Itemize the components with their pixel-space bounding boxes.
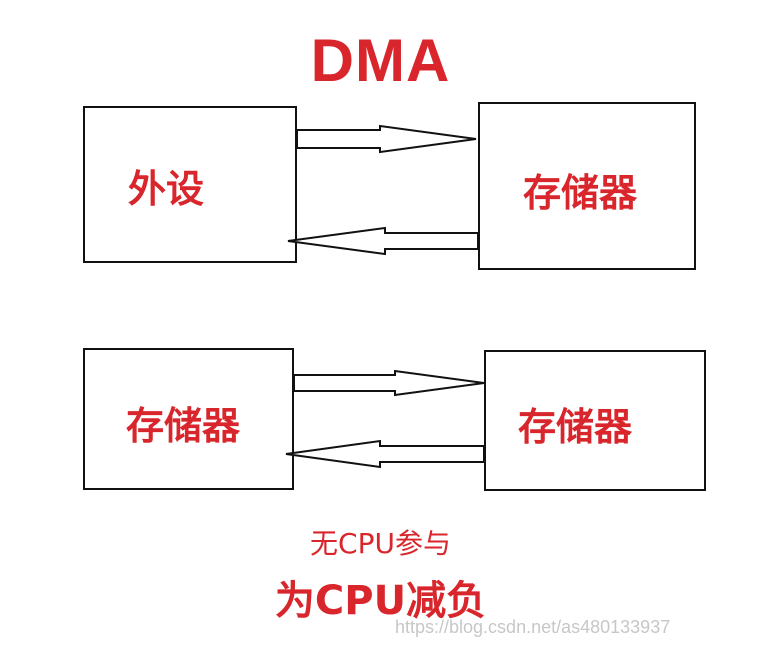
memory-label-3: 存储器 [518, 405, 633, 449]
diagram-title: DMA [310, 27, 451, 94]
memory-label-2: 存储器 [126, 404, 241, 448]
peripheral-label: 外设 [128, 167, 205, 211]
arrow-right-2 [293, 369, 485, 397]
arrow-right-1 [296, 124, 477, 154]
arrow-left-2 [285, 439, 485, 469]
arrow-left-1 [287, 226, 479, 256]
memory-label-1: 存储器 [523, 171, 638, 215]
peripheral-box [83, 106, 297, 263]
memory-box-3 [484, 350, 706, 491]
watermark: https://blog.csdn.net/as480133937 [395, 617, 671, 637]
no-cpu-note: 无CPU参与 [310, 527, 451, 560]
reduce-cpu-note: 为CPU减负 [274, 578, 487, 624]
memory-box-2 [83, 348, 294, 490]
memory-box-1 [478, 102, 696, 270]
